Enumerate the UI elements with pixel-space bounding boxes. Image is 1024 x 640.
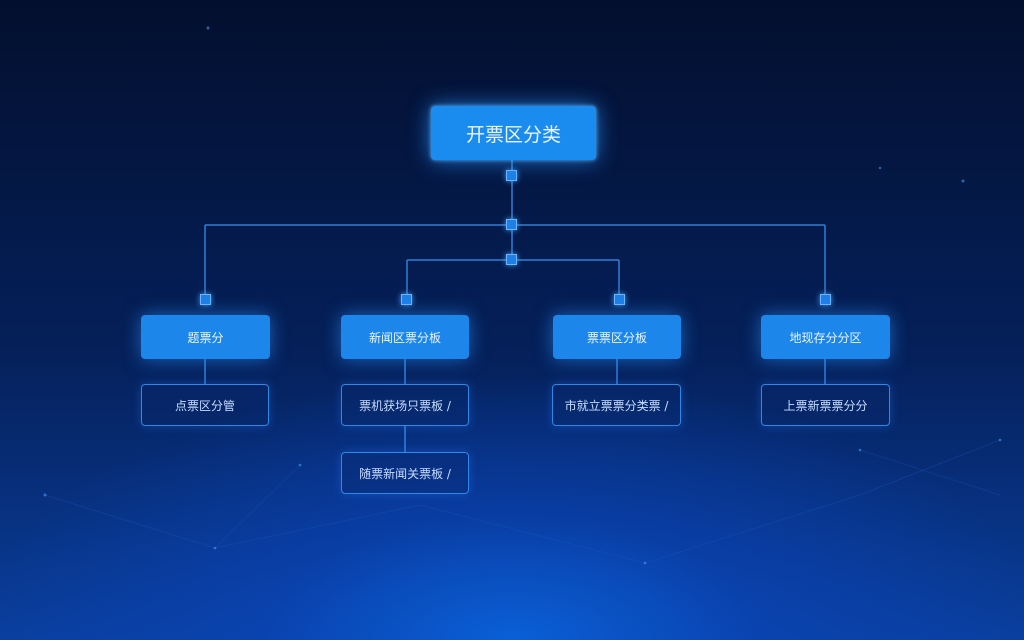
category-2-joint xyxy=(401,294,412,305)
category-2-label: 新闻区票分板 xyxy=(368,330,441,345)
leaf-node-3-1[interactable]: 市就立票票分类票 / xyxy=(552,384,681,426)
leaf-4-1-label: 上票新票票分分 xyxy=(783,398,868,413)
root-joint xyxy=(506,170,517,181)
root-label: 开票区分类 xyxy=(465,123,561,146)
leaf-2-1-label: 票机获场只票板 / xyxy=(359,398,451,413)
leaf-3-1-label: 市就立票票分类票 / xyxy=(564,398,669,413)
leaf-1-1-label: 点票区分管 xyxy=(174,398,235,413)
category-node-3[interactable]: 票票区分板 xyxy=(553,315,681,359)
inner-bus-joint xyxy=(506,254,517,265)
leaf-node-4-1[interactable]: 上票新票票分分 xyxy=(761,384,890,426)
root-node[interactable]: 开票区分类 xyxy=(431,106,596,160)
category-3-label: 票票区分板 xyxy=(586,330,647,345)
category-3-joint xyxy=(614,294,625,305)
leaf-2-2-label: 随票新闻关票板 / xyxy=(359,466,451,481)
category-1-joint xyxy=(200,294,211,305)
category-node-4[interactable]: 地现存分分区 xyxy=(761,315,890,359)
leaf-node-2-1[interactable]: 票机获场只票板 / xyxy=(341,384,469,426)
category-4-label: 地现存分分区 xyxy=(789,330,862,345)
upper-bus-joint xyxy=(506,219,517,230)
leaf-node-1-1[interactable]: 点票区分管 xyxy=(141,384,269,426)
category-4-joint xyxy=(820,294,831,305)
category-1-label: 题票分 xyxy=(187,330,224,345)
category-node-2[interactable]: 新闻区票分板 xyxy=(341,315,469,359)
category-node-1[interactable]: 题票分 xyxy=(141,315,270,359)
leaf-node-2-2[interactable]: 随票新闻关票板 / xyxy=(341,452,469,494)
